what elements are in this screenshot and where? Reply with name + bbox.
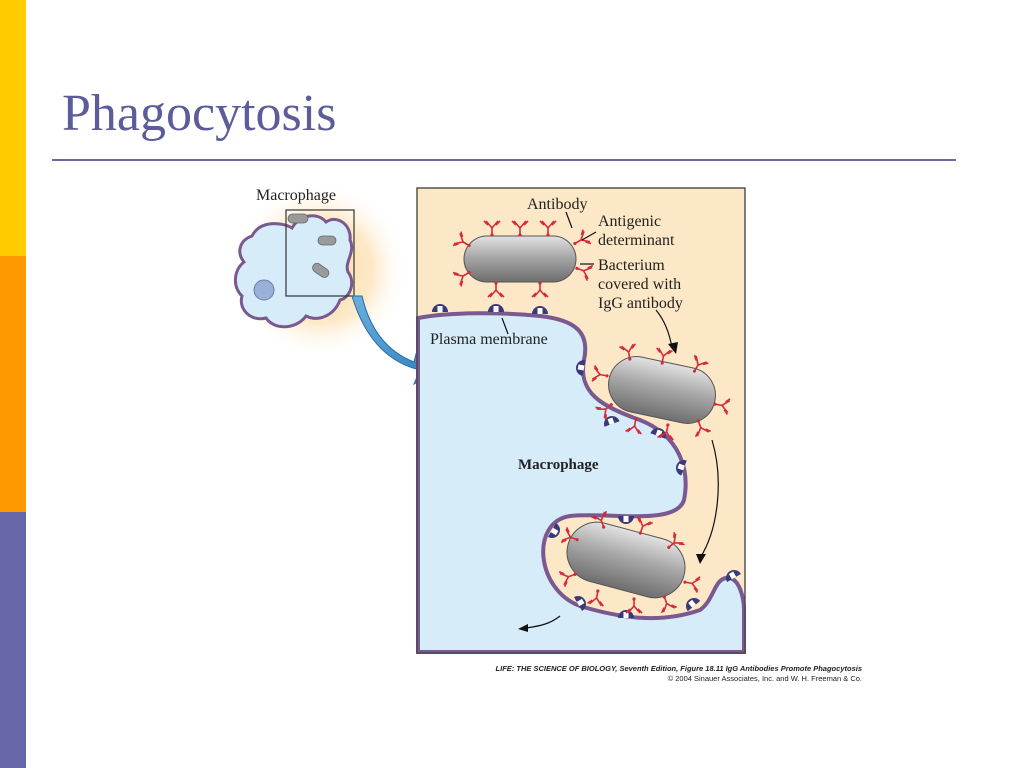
caption-source: LIFE: THE SCIENCE OF BIOLOGY, Seventh Ed…	[495, 664, 862, 673]
antigenic-label-line1: Antigenic	[598, 213, 661, 230]
bacterium-3	[558, 510, 701, 614]
bacterium-label-line2: covered with	[598, 276, 681, 293]
accent-bar-orange	[0, 256, 26, 512]
antigenic-label-line2: determinant	[598, 232, 675, 249]
macrophage-label: Macrophage	[518, 457, 599, 473]
macrophage-small-label: Macrophage	[256, 187, 336, 204]
accent-bar-purple	[0, 512, 26, 768]
bacterium-label-line1: Bacterium	[598, 257, 665, 274]
plasma-membrane-label: Plasma membrane	[430, 331, 548, 348]
arrowheads	[518, 342, 706, 632]
title-divider	[52, 159, 956, 161]
bacterium-2	[591, 343, 731, 441]
slide-title: Phagocytosis	[62, 85, 337, 142]
bacterium-label-line3: IgG antibody	[598, 295, 683, 312]
caption-copyright: © 2004 Sinauer Associates, Inc. and W. H…	[667, 674, 862, 683]
bacterium-1	[452, 220, 594, 298]
accent-bar-yellow	[0, 0, 26, 256]
leader-lines	[501, 211, 719, 629]
small-macrophage-inset: Macrophage	[232, 182, 408, 358]
antibody-label: Antibody	[527, 196, 587, 213]
figure-caption: LIFE: THE SCIENCE OF BIOLOGY, Seventh Ed…	[440, 664, 862, 684]
